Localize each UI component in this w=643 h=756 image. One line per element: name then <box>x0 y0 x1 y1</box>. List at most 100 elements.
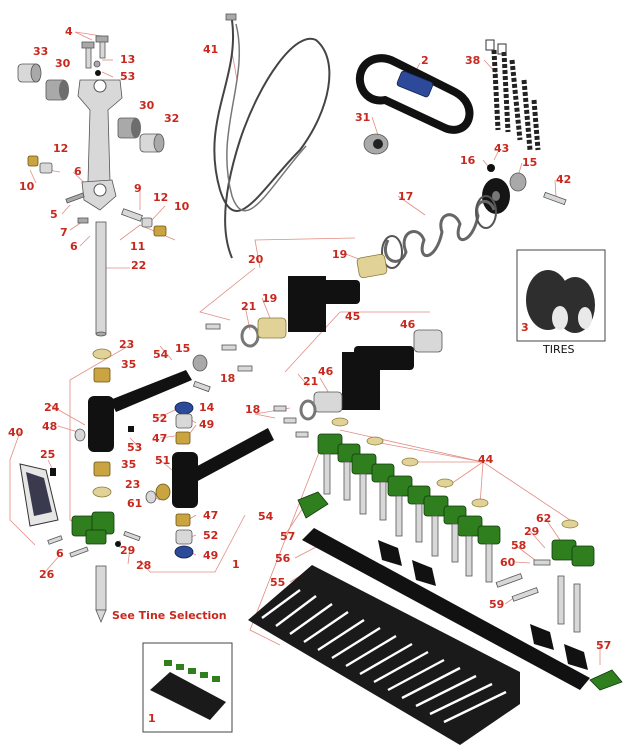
bushing-12-left <box>27 155 39 167</box>
callout-52: 52 <box>152 412 167 425</box>
callout-25: 25 <box>40 448 55 461</box>
comb-55 <box>248 565 520 745</box>
bolt-59 <box>511 587 539 602</box>
callout-56: 56 <box>275 552 291 565</box>
clips <box>378 540 588 670</box>
washer-13 <box>93 60 101 68</box>
callout-12: 12 <box>53 142 68 155</box>
bolt-18b <box>221 344 237 351</box>
callout-61: 61 <box>127 497 142 510</box>
strip-56 <box>302 528 590 690</box>
callout-52: 52 <box>203 529 218 542</box>
callout-35: 35 <box>121 358 136 371</box>
assembly-inset <box>142 642 233 733</box>
bushing-32 <box>139 133 165 153</box>
bolt-6-low <box>47 535 63 545</box>
bushing-47-top <box>175 431 191 445</box>
bracket-57-bottom <box>589 669 623 691</box>
callout-47: 47 <box>203 509 218 522</box>
callout-33: 33 <box>33 45 48 58</box>
tires-inset <box>516 249 606 342</box>
callout-29: 29 <box>524 525 539 538</box>
tires-label: TIRES <box>542 343 575 356</box>
bolt-42 <box>543 191 567 206</box>
washer-21-left <box>240 324 260 348</box>
callout-13: 13 <box>120 53 135 66</box>
callout-15: 15 <box>175 342 190 355</box>
washer-21-right <box>299 399 317 421</box>
shaft-22 <box>95 221 107 337</box>
callout-53: 53 <box>127 441 142 454</box>
callout-31: 31 <box>355 111 370 124</box>
callout-47: 47 <box>152 432 167 445</box>
callout-42: 42 <box>556 173 571 186</box>
callout-41: 41 <box>203 43 218 56</box>
callout-7: 7 <box>60 226 68 239</box>
arm-54-lower <box>172 428 274 508</box>
callout-57: 57 <box>596 639 611 652</box>
bushing-46-low <box>313 391 343 413</box>
bushing-19-left <box>257 317 287 339</box>
callout-46: 46 <box>400 318 416 331</box>
callout-40: 40 <box>8 426 24 439</box>
callout-12: 12 <box>153 191 168 204</box>
callout-32: 32 <box>164 112 179 125</box>
callout-10: 10 <box>19 180 35 193</box>
bushing-35-top <box>93 367 111 383</box>
spring-17 <box>381 195 497 269</box>
bolt-28 <box>123 530 141 542</box>
callout-54: 54 <box>153 348 169 361</box>
callout-18: 18 <box>245 403 260 416</box>
callout-57: 57 <box>280 530 295 543</box>
bracket-40 <box>19 463 59 527</box>
bearing-52-low <box>175 529 193 545</box>
tine-holder-left <box>71 511 115 545</box>
callout-21: 21 <box>241 300 256 313</box>
callout-15: 15 <box>522 156 537 169</box>
bolt-5 <box>65 192 85 204</box>
callout-21: 21 <box>303 375 318 388</box>
bolt-18f <box>295 431 309 438</box>
callout-1: 1 <box>148 712 156 725</box>
callout-3: 3 <box>521 321 529 334</box>
callout-60: 60 <box>500 556 516 569</box>
callout-23: 23 <box>119 338 134 351</box>
plug-48 <box>74 428 86 442</box>
cap-61 <box>145 490 157 504</box>
callout-58: 58 <box>511 539 526 552</box>
tine-holder-right-62 <box>551 539 595 567</box>
callout-18: 18 <box>220 372 235 385</box>
callout-20: 20 <box>248 253 264 266</box>
bearing-31 <box>363 133 389 155</box>
callout-9: 9 <box>134 182 142 195</box>
bushing-19-top <box>356 253 388 279</box>
bolt-18a <box>205 323 221 330</box>
callout-49: 49 <box>199 418 214 431</box>
nut-29-left <box>115 541 121 547</box>
bearing-52-top <box>175 413 193 429</box>
bearing-30-top <box>45 79 69 101</box>
callout-19: 19 <box>262 292 277 305</box>
tine-selection-link[interactable]: See Tine Selection <box>112 609 227 622</box>
nut-53-top <box>95 70 101 76</box>
bushing-12-right <box>141 217 153 228</box>
tines-right <box>557 575 581 633</box>
arm-54-upper <box>88 370 192 452</box>
callout-26: 26 <box>39 568 55 581</box>
callout-28: 28 <box>136 559 151 572</box>
pin-9 <box>121 208 143 222</box>
callout-10: 10 <box>174 200 190 213</box>
callout-30: 30 <box>55 57 71 70</box>
callout-44: 44 <box>478 453 494 466</box>
screw-25 <box>50 468 56 476</box>
bolt-58 <box>533 559 551 566</box>
sprocket-16 <box>482 178 510 214</box>
callout-45: 45 <box>345 310 360 323</box>
bushing-46-top <box>413 329 443 353</box>
callout-24: 24 <box>44 401 60 414</box>
callout-43: 43 <box>494 142 509 155</box>
callout-23: 23 <box>125 478 140 491</box>
bearing-15-right <box>509 172 527 192</box>
callout-1: 1 <box>232 558 240 571</box>
